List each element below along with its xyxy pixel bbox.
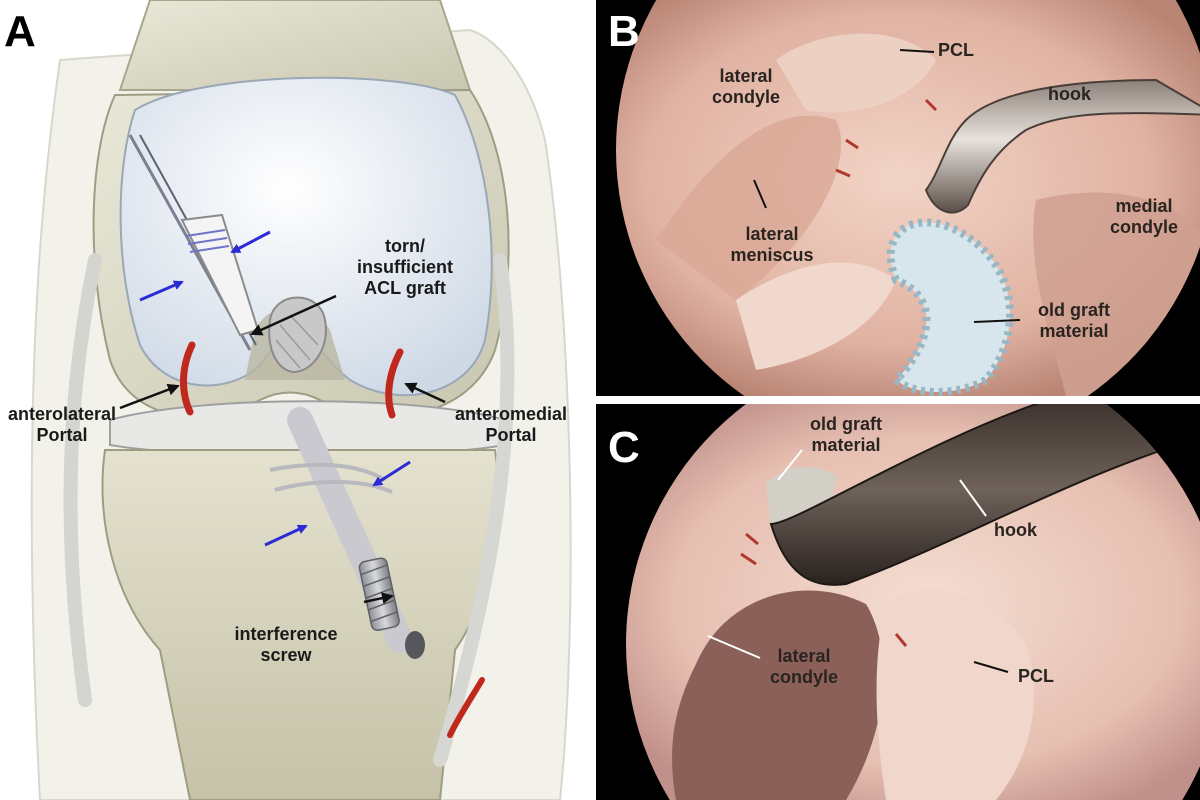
femur-shaft bbox=[118, 0, 472, 91]
graft-whipstitch bbox=[185, 229, 230, 253]
tunnel-opening bbox=[405, 631, 425, 659]
label-pcl-c: PCL bbox=[1018, 666, 1054, 686]
interference-screw bbox=[358, 557, 400, 632]
label-pcl-b: PCL bbox=[938, 40, 974, 60]
tibial-incision bbox=[447, 677, 485, 738]
blue-arrow-4 bbox=[264, 524, 308, 547]
femoral-cartilage bbox=[119, 76, 493, 397]
label-interference-screw: interference screw bbox=[234, 624, 338, 665]
label-lateral-condyle-b: lateral condyle bbox=[711, 66, 781, 107]
label-lateral-condyle-c: lateral condyle bbox=[769, 646, 839, 687]
label-medial-condyle-b: medial condyle bbox=[1109, 196, 1179, 237]
blood-spots-c bbox=[740, 532, 908, 647]
blue-arrow-3 bbox=[372, 460, 411, 487]
anteromedial-portal-incision bbox=[385, 348, 404, 419]
arrow-anteromedial bbox=[404, 382, 446, 404]
label-hook-b: hook bbox=[1048, 84, 1091, 104]
blue-arrow-1 bbox=[230, 230, 271, 254]
arrow-old-graft-c bbox=[777, 449, 803, 481]
label-old-graft-material-c: old graft material bbox=[810, 414, 882, 455]
label-lateral-meniscus-b: lateral meniscus bbox=[730, 224, 814, 265]
hook-probe-c bbox=[769, 404, 1200, 586]
label-old-graft-material-b: old graft material bbox=[1038, 300, 1110, 341]
medial-collateral-ligament bbox=[433, 253, 515, 767]
arrow-pcl-b bbox=[899, 49, 935, 53]
arrow-lateral-condyle-c bbox=[707, 635, 761, 659]
arrow-acl-graft bbox=[250, 294, 337, 336]
lateral-condyle-surface-b bbox=[656, 115, 842, 300]
hook-probe-b bbox=[924, 78, 1200, 214]
blood-spots-b bbox=[835, 98, 938, 178]
arrow-old-graft-b bbox=[973, 319, 1021, 323]
graft-sling bbox=[269, 462, 393, 494]
lateral-meniscus-b bbox=[736, 262, 896, 370]
arrow-anterolateral bbox=[119, 383, 180, 410]
arrow-lateral-meniscus-b bbox=[753, 179, 767, 209]
old-graft-material-b bbox=[886, 218, 1014, 396]
knee-illustration bbox=[30, 0, 572, 800]
panel-b-arthroscopy: B PCL lateral condyle hook medial condyl… bbox=[596, 0, 1200, 396]
arrow-pcl-c bbox=[973, 661, 1009, 673]
label-anterolateral-portal: anterolateral Portal bbox=[7, 404, 117, 445]
pcl-b bbox=[776, 33, 936, 113]
label-anteromedial-portal: anteromedial Portal bbox=[454, 404, 568, 445]
panel-a-knee-illustration: A torn/ insufficient ACL graft anterolat… bbox=[0, 0, 596, 800]
arrow-interference-screw bbox=[363, 592, 394, 604]
pcl-c bbox=[876, 589, 1035, 800]
lateral-collateral-ligament bbox=[63, 253, 102, 707]
blue-arrow-2 bbox=[139, 280, 184, 302]
arthroscopy-image-b bbox=[616, 0, 1200, 396]
arthroscopy-image-c bbox=[626, 404, 1200, 800]
torn-acl-graft bbox=[268, 296, 327, 374]
label-acl-graft: torn/ insufficient ACL graft bbox=[356, 236, 453, 298]
panel-letter-a: A bbox=[4, 7, 36, 56]
label-hook-c: hook bbox=[994, 520, 1037, 540]
graft-fibers bbox=[275, 314, 319, 369]
arrow-hook-c bbox=[959, 479, 987, 517]
panel-c-arthroscopy: C old graft material hook lateral condyl… bbox=[596, 404, 1200, 800]
panel-letter-b: B bbox=[608, 7, 640, 56]
anterolateral-portal-incision bbox=[180, 341, 196, 416]
panel-letter-c: C bbox=[608, 423, 640, 472]
